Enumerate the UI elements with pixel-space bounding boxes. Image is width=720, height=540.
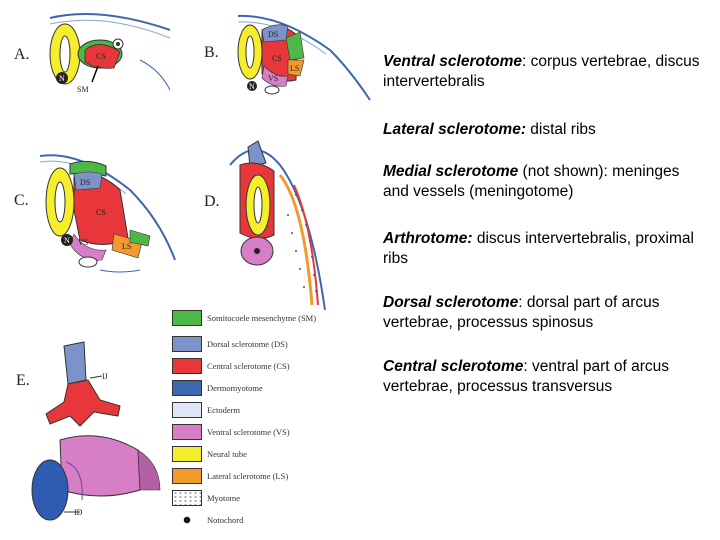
panel-c: C. DS CS N VS LS — [10, 150, 180, 280]
legend-item: Lateral sclerotome (LS) — [172, 468, 317, 484]
panel-b-letter: B. — [204, 44, 219, 61]
legend-swatch — [172, 336, 202, 352]
legend-label: Dorsal sclerotome (DS) — [207, 338, 288, 349]
legend-label: Neural tube — [207, 448, 247, 459]
panel-e: E. IJ ID — [10, 340, 170, 530]
legend-swatch — [172, 358, 202, 374]
panel-e-label-ij: IJ — [102, 372, 108, 381]
panel-a-letter: A. — [14, 46, 30, 63]
panel-c-label-ds: DS — [80, 178, 91, 187]
legend-item: Ventral sclerotome (VS) — [172, 424, 317, 440]
legend-item: Central sclerotome (CS) — [172, 358, 317, 374]
legend-swatch — [172, 490, 202, 506]
legend-swatch — [172, 446, 202, 462]
panel-b-label-n: N — [249, 82, 255, 91]
legend-label: Ventral sclerotome (VS) — [207, 426, 290, 437]
medial-sclerotome-text: Medial sclerotome (not shown): meninges … — [383, 163, 680, 200]
panel-c-label-n: N — [64, 236, 70, 245]
panel-a: A. N SM CS — [10, 10, 180, 100]
legend-swatch — [172, 380, 202, 396]
central-sclerotome-text: Central sclerotome: ventral part of arcu… — [383, 358, 670, 395]
legend-label: Lateral sclerotome (LS) — [207, 470, 289, 481]
panel-b-label-vs: VS — [268, 74, 279, 83]
panel-a-label-cs: CS — [96, 52, 106, 61]
legend-item: Notochord — [172, 512, 317, 528]
legend-item: Myotome — [172, 490, 317, 506]
legend-swatch — [172, 310, 202, 326]
arthrotome-text: Arthrotome: discus intervertebralis, pro… — [383, 230, 694, 267]
panel-e-letter: E. — [16, 372, 30, 389]
panel-a-label-n: N — [59, 74, 65, 83]
panel-b-illustration — [237, 14, 371, 101]
legend-swatch — [172, 402, 202, 418]
legend-swatch — [172, 512, 202, 528]
panel-e-label-id: ID — [74, 508, 83, 517]
panel-c-label-vs: VS — [78, 238, 89, 247]
legend-item: Neural tube — [172, 446, 317, 462]
panel-a-illustration — [49, 13, 171, 91]
legend-item: Somitocoele mesenchyme (SM) — [172, 310, 317, 326]
panel-b: B. DS N CS LS VS — [200, 10, 375, 105]
legend-label: Somitocoele mesenchyme (SM) — [207, 312, 317, 323]
legend-item: Dermomyotome — [172, 380, 317, 396]
panel-c-label-cs: CS — [96, 208, 106, 217]
legend-label: Ectoderm — [207, 404, 241, 415]
panel-d-letter: D. — [204, 193, 220, 210]
panel-b-label-ds: DS — [268, 30, 279, 39]
legend-item: Dorsal sclerotome (DS) — [172, 336, 317, 352]
legend-label: Dermomyotome — [207, 382, 263, 393]
panel-a-label-sm: SM — [77, 85, 89, 94]
panel-c-label-ls: LS — [122, 242, 132, 251]
legend-item: Ectoderm — [172, 402, 317, 418]
dorsal-sclerotome-text: Dorsal sclerotome: dorsal part of arcus … — [383, 294, 660, 331]
panel-c-letter: C. — [14, 192, 29, 209]
panel-b-label-ls: LS — [290, 64, 300, 73]
ventral-sclerotome-text: Ventral sclerotome: corpus vertebrae, di… — [383, 53, 700, 90]
panel-e-illustration — [31, 341, 161, 521]
lateral-sclerotome-text: Lateral sclerotome: distal ribs — [383, 121, 596, 138]
legend-label: Central sclerotome (CS) — [207, 360, 290, 371]
legend-swatch — [172, 468, 202, 484]
legend-label: Myotome — [207, 492, 241, 503]
panel-b-label-cs: CS — [272, 54, 282, 63]
panel-c-illustration — [39, 154, 176, 273]
panel-d-illustration — [229, 140, 326, 311]
panel-d: D. — [200, 135, 335, 315]
legend-swatch — [172, 424, 202, 440]
legend-label: Notochord — [207, 514, 244, 525]
